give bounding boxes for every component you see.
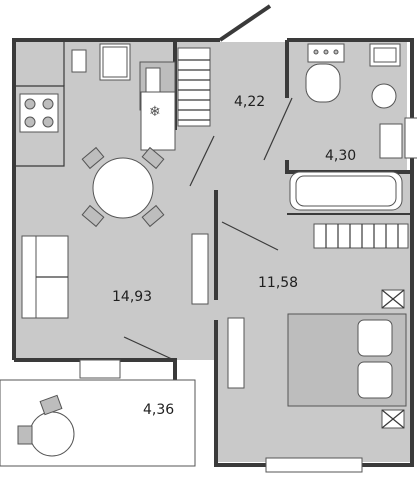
door-swings: [123, 97, 293, 361]
bed: [287, 289, 407, 429]
wardrobe: [177, 47, 211, 127]
balcony: [0, 379, 196, 467]
room-area-kitchen-living: 14,93: [112, 289, 152, 305]
room-area-bedroom: 11,58: [258, 275, 298, 291]
kitchen-counter: ❄: [16, 42, 176, 167]
bathroom-fixtures: [289, 43, 403, 211]
room-area-bathroom: 4,30: [325, 148, 356, 164]
doors: [191, 233, 245, 389]
room-area-balcony: 4,36: [143, 402, 174, 418]
room-area-hallway: 4,22: [234, 94, 265, 110]
sofa: [21, 235, 69, 319]
walls: [12, 4, 414, 467]
windows: [79, 117, 417, 473]
dining-table: [81, 146, 165, 228]
bedroom-wardrobe: [313, 223, 409, 249]
svg-text:❄: ❄: [149, 104, 161, 120]
